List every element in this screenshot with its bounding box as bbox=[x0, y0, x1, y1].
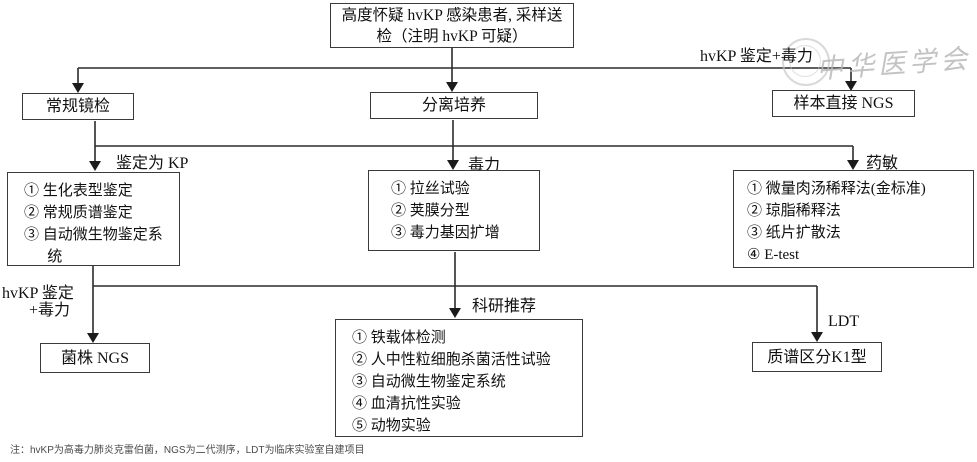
list-item: ③ 纸片扩散法 bbox=[747, 225, 841, 241]
list-item: ⑤ 动物实验 bbox=[352, 418, 431, 434]
node-sample-direct-ngs: 样本直接 NGS bbox=[772, 90, 915, 117]
node-routine-microscopy: 常规镜检 bbox=[22, 93, 134, 120]
label-line: +毒力 bbox=[29, 302, 71, 319]
node-kp-identification-methods: ① 生化表型鉴定 ② 常规质谱鉴定 ③ 自动微生物鉴定系统 bbox=[7, 172, 180, 266]
list-item: ② 常规质谱鉴定 bbox=[24, 205, 133, 221]
list-item: ④ E-test bbox=[747, 247, 800, 263]
footnote: 注：hvKP为高毒力肺炎克雷伯菌，NGS为二代测序，LDT为临床实验室自建项目 bbox=[10, 445, 365, 456]
label-ast: 药敏 bbox=[866, 155, 899, 172]
list-item: ① 微量肉汤稀释法(金标准) bbox=[747, 181, 926, 197]
node-strain-ngs: 菌株 NGS bbox=[40, 343, 150, 373]
node-research-methods: ① 铁载体检测 ② 人中性粒细胞杀菌活性试验 ③ 自动微生物鉴定系统 ④ 血清抗… bbox=[335, 319, 583, 437]
list-item: ③ 自动微生物鉴定系统 bbox=[24, 227, 163, 265]
watermark-text: 中华医学会 bbox=[815, 43, 973, 86]
list-item: ① 铁载体检测 bbox=[352, 330, 446, 346]
node-suspected-hvkp-sampling: 高度怀疑 hvKP 感染患者, 采样送检（注明 hvKP 可疑） bbox=[330, 3, 574, 48]
list-item: ② 人中性粒细胞杀菌活性试验 bbox=[352, 352, 551, 368]
list-item: ② 琼脂稀释法 bbox=[747, 203, 841, 219]
label-identified-as-kp: 鉴定为 KP bbox=[116, 155, 189, 172]
list-item: ③ 自动微生物鉴定系统 bbox=[352, 374, 506, 390]
list-item: ① 拉丝试验 bbox=[391, 181, 470, 197]
node-virulence-methods: ① 拉丝试验 ② 荚膜分型 ③ 毒力基因扩增 bbox=[368, 170, 540, 251]
label-research-recommended: 科研推荐 bbox=[472, 298, 537, 315]
list-item: ④ 血清抗性实验 bbox=[352, 396, 461, 412]
list-item: ① 生化表型鉴定 bbox=[24, 183, 133, 199]
label-hvkp-id-virulence-left: hvKP 鉴定 +毒力 bbox=[2, 285, 74, 319]
label-virulence: 毒力 bbox=[468, 157, 501, 174]
label-line: hvKP 鉴定 bbox=[2, 285, 74, 302]
label-ldt: LDT bbox=[828, 313, 860, 330]
node-maldi-k1: 质谱区分K1型 bbox=[752, 342, 882, 372]
node-ast-methods: ① 微量肉汤稀释法(金标准) ② 琼脂稀释法 ③ 纸片扩散法 ④ E-test bbox=[733, 170, 974, 268]
label-hvkp-id-virulence-top: hvKP 鉴定+毒力 bbox=[700, 48, 813, 65]
list-item: ② 荚膜分型 bbox=[391, 203, 470, 219]
list-item: ③ 毒力基因扩增 bbox=[391, 225, 500, 241]
node-isolation-culture: 分离培养 bbox=[370, 92, 538, 119]
